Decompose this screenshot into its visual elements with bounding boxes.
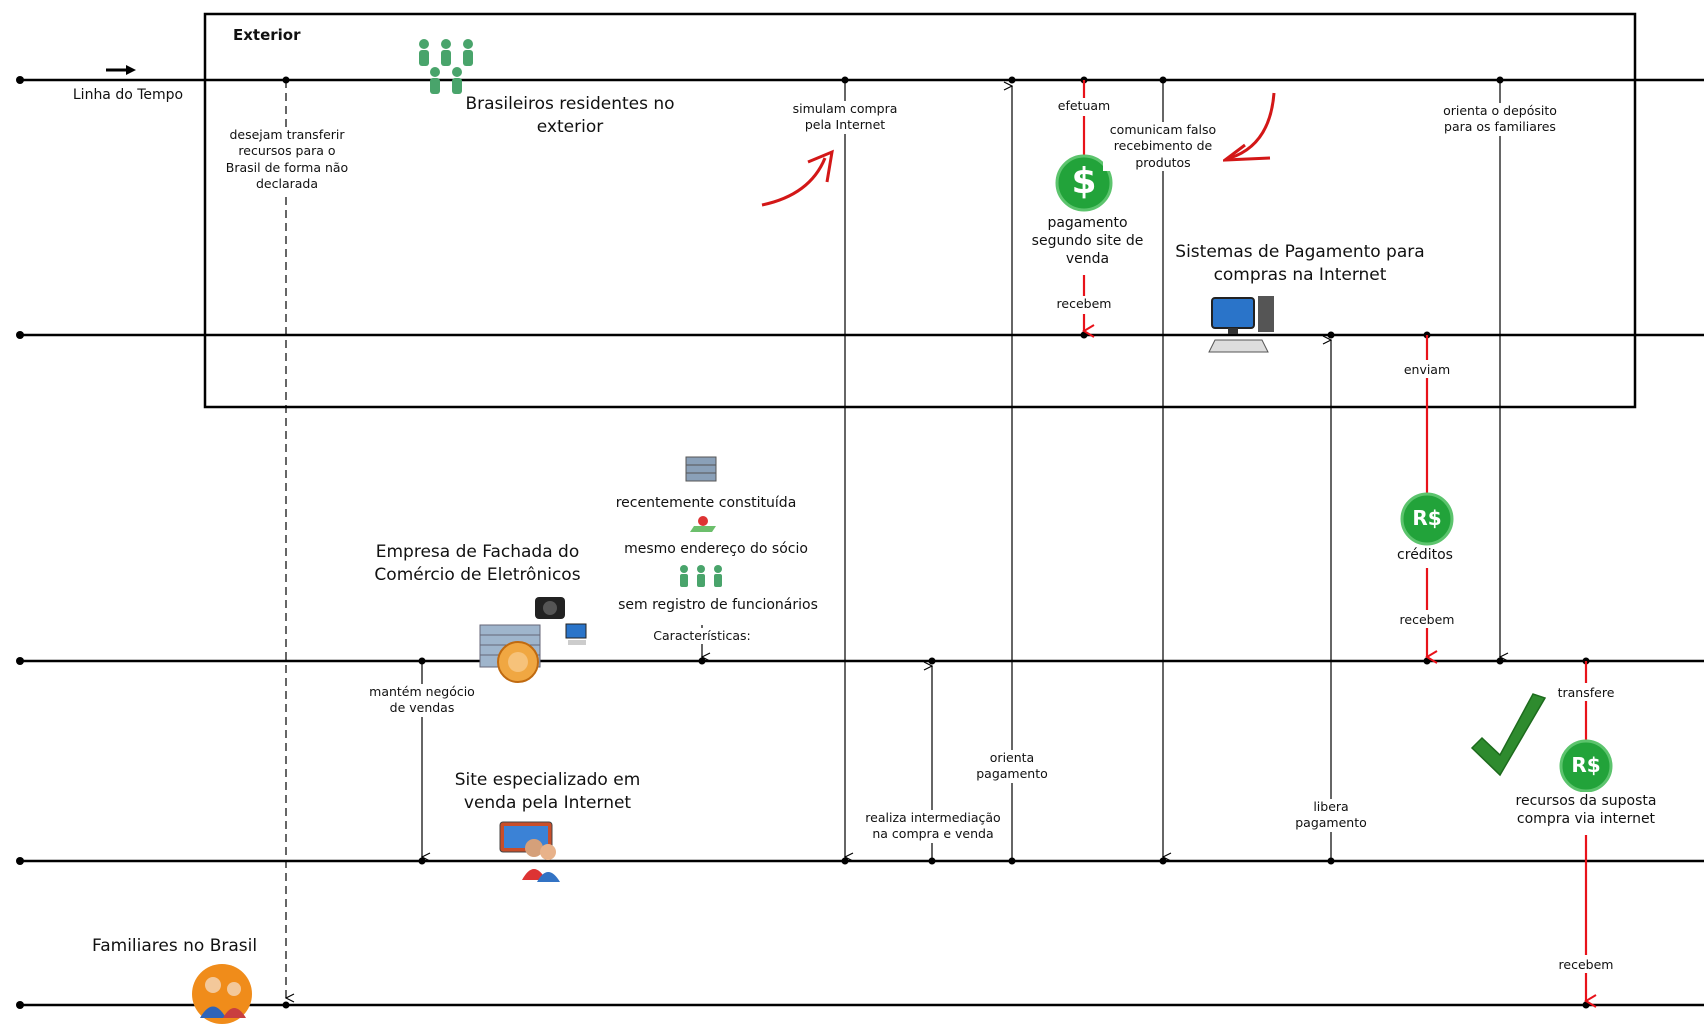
label-orienta-pagamento: orienta pagamento <box>962 750 1062 783</box>
people-employees-icon <box>680 565 722 587</box>
company-building-icon <box>479 624 541 683</box>
label-endereco: mesmo endereço do sócio <box>624 541 808 557</box>
red-curve-arrow-right <box>1220 92 1276 162</box>
dollar-icon <box>1055 154 1113 212</box>
label-recebem-top: recebem <box>1052 296 1116 313</box>
label-creditos: créditos <box>1385 546 1465 565</box>
actor-website: Site especializado em venda pela Interne… <box>454 770 641 813</box>
label-caracteristicas: Características: <box>645 628 759 645</box>
family-icon <box>192 964 252 1024</box>
check-icon <box>1470 693 1547 777</box>
label-recebem-bottom: recebem <box>1554 957 1618 974</box>
real-resources-glyph: R$ <box>1571 753 1601 777</box>
computer-icon <box>1208 296 1274 353</box>
label-orienta-deposito: orienta o depósito para os familiares <box>1432 103 1568 136</box>
exterior-boundary <box>203 12 1637 409</box>
label-pagamento-site: pagamento segundo site de venda <box>1030 214 1145 269</box>
actor-shell-company: Empresa de Fachada do Comércio de Eletrô… <box>374 542 581 585</box>
real-resources-icon <box>1559 739 1613 793</box>
label-comunicam: comunicam falso recebimento de produtos <box>1103 122 1223 171</box>
label-enviam: enviam <box>1395 362 1459 379</box>
label-recebem-mid: recebem <box>1395 612 1459 629</box>
camera-icon <box>535 597 565 619</box>
map-pin-icon <box>690 516 716 532</box>
boundary-title: Exterior <box>233 26 301 44</box>
real-credits-icon <box>1400 492 1454 546</box>
people-abroad-icon <box>419 39 473 94</box>
actor-abroad: Brasileiros residentes no exterior <box>465 94 675 137</box>
timeline-label: Linha do Tempo <box>72 87 184 103</box>
building-small-icon <box>685 456 717 482</box>
label-mantem: mantém negócio de vendas <box>362 684 482 717</box>
actor-payment-systems: Sistemas de Pagamento para compras na In… <box>1175 242 1425 285</box>
label-simulam: simulam compra pela Internet <box>778 101 912 134</box>
label-recursos: recursos da suposta compra via internet <box>1508 792 1664 829</box>
small-computer-icon <box>565 623 587 645</box>
label-realiza: realiza intermediação na compra e venda <box>858 810 1008 843</box>
label-recente: recentemente constituída <box>615 495 797 511</box>
label-desejam: desejam transferir recursos para o Brasi… <box>220 127 354 192</box>
label-transfere: transfere <box>1551 685 1621 702</box>
label-libera: libera pagamento <box>1281 799 1381 832</box>
website-icon <box>499 821 560 882</box>
label-efetuam: efetuam <box>1052 98 1116 115</box>
label-sem-registro: sem registro de funcionários <box>618 597 818 613</box>
red-curve-arrow-left <box>761 149 834 207</box>
actor-family: Familiares no Brasil <box>92 936 258 956</box>
dollar-glyph: $ <box>1071 161 1097 202</box>
real-credits-glyph: R$ <box>1412 506 1442 530</box>
